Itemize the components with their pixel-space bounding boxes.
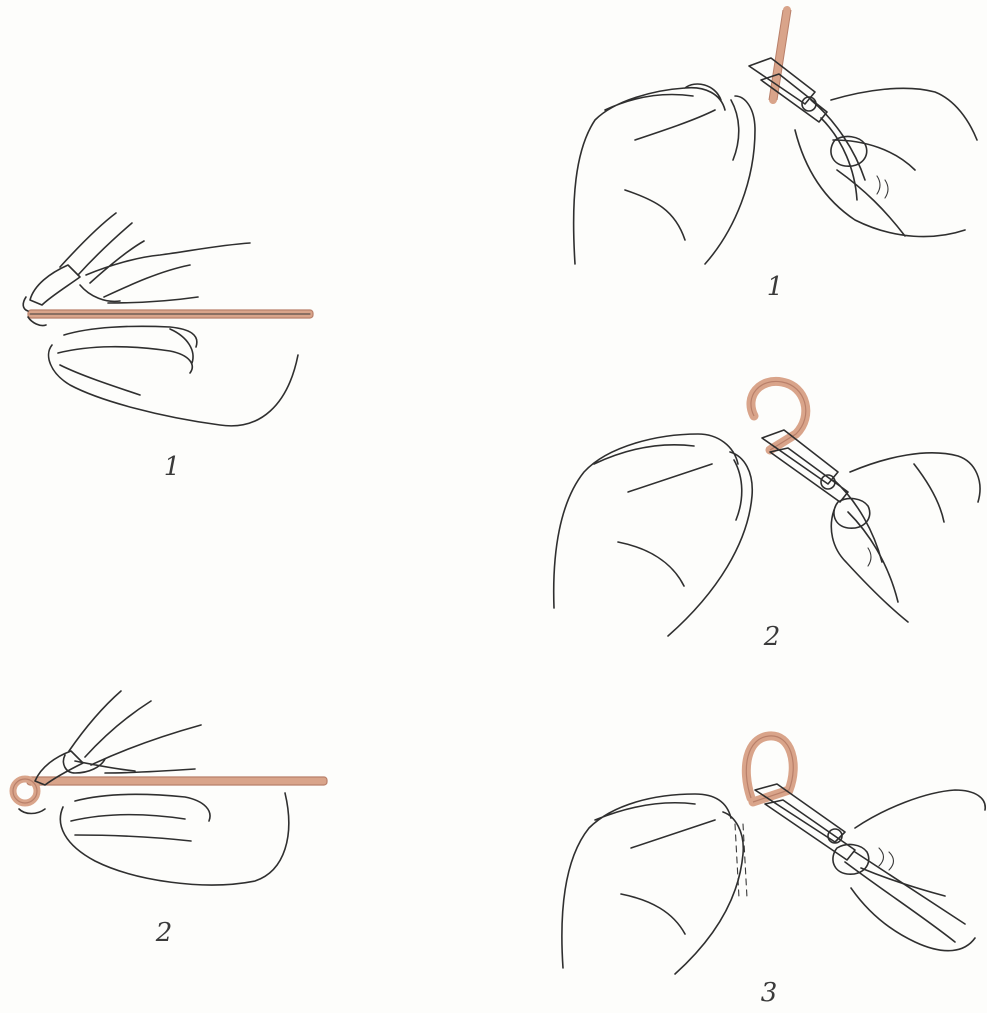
right-figure-3-caption: 3 bbox=[749, 978, 789, 1008]
left-figure-2-caption: 2 bbox=[144, 918, 184, 948]
right-figure-1-caption: 1 bbox=[755, 272, 795, 302]
right-hand bbox=[851, 790, 985, 951]
right-figure-3-drawing bbox=[555, 728, 987, 978]
left-figure-1-drawing bbox=[20, 205, 320, 440]
left-figure-1-caption: 1 bbox=[152, 452, 192, 482]
lower-hand bbox=[60, 793, 288, 885]
right-figure-2-caption: 2 bbox=[752, 622, 792, 652]
pliers bbox=[762, 430, 882, 562]
pliers-jaws bbox=[30, 265, 80, 305]
left-figure-2-drawing bbox=[5, 685, 335, 895]
right-figure-1-drawing bbox=[565, 0, 985, 275]
lower-hand bbox=[49, 326, 298, 426]
right-hand bbox=[831, 453, 980, 622]
pliers bbox=[755, 784, 965, 942]
left-hand bbox=[574, 84, 755, 264]
curled-wire bbox=[27, 777, 327, 785]
wire-loop bbox=[746, 736, 793, 802]
left-hand bbox=[562, 794, 743, 974]
left-hand bbox=[554, 434, 753, 636]
upper-hand bbox=[69, 691, 201, 773]
right-figure-2-drawing bbox=[548, 372, 987, 647]
upper-hand bbox=[60, 213, 250, 303]
